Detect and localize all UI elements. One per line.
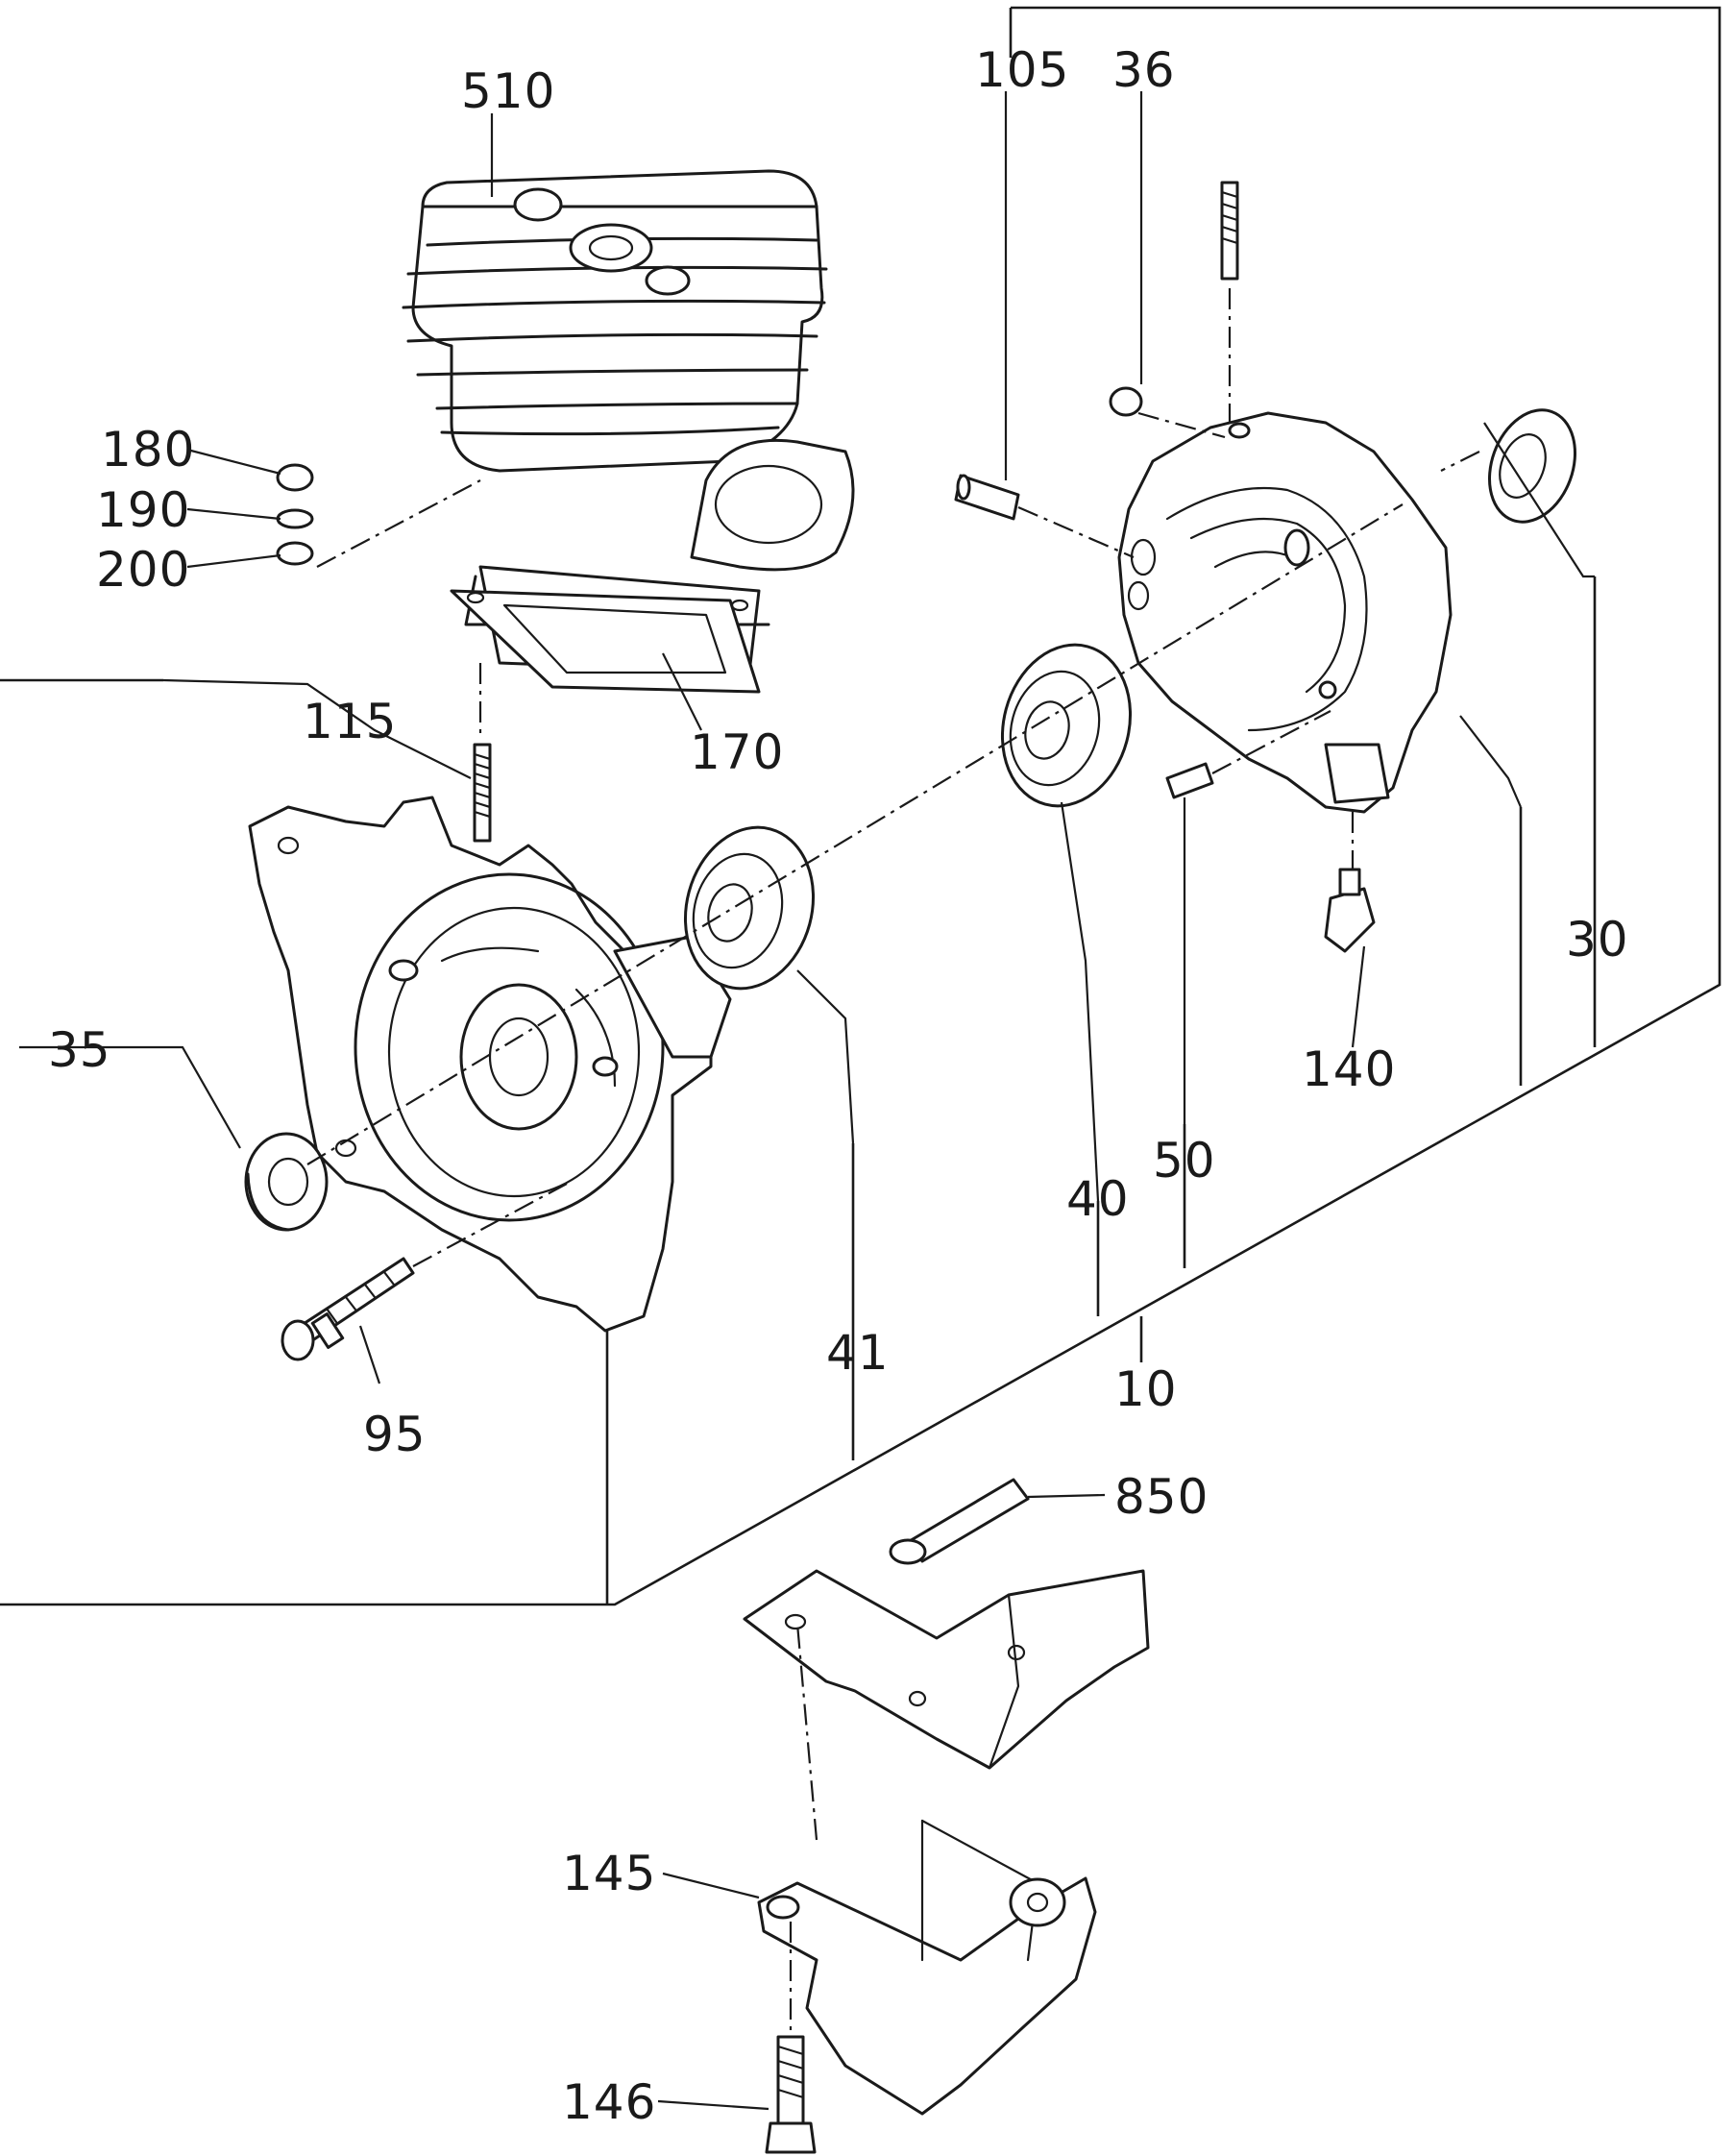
- callout-510: 510: [461, 63, 555, 119]
- callout-36: 36: [1112, 42, 1176, 98]
- nut-washer-stack: [276, 463, 314, 566]
- stud-top-right: [1220, 181, 1239, 281]
- callout-180: 180: [101, 422, 195, 478]
- callout-146: 146: [562, 2074, 656, 2130]
- callout-145: 145: [562, 1846, 656, 1901]
- callout-50: 50: [1153, 1133, 1216, 1188]
- ball-bearing-41: [683, 825, 816, 991]
- callout-35: 35: [48, 1022, 111, 1078]
- lower-bracket-145: [757, 1819, 1097, 2116]
- callout-40: 40: [1066, 1171, 1130, 1227]
- pin-850: [889, 1478, 1030, 1565]
- callout-41: 41: [826, 1325, 890, 1381]
- bolt-146: [765, 2035, 817, 2154]
- crankcase-right-half: [1117, 411, 1453, 814]
- crankcase-left-half: [248, 796, 732, 1333]
- callout-95: 95: [363, 1407, 427, 1462]
- stud-115: [473, 743, 492, 843]
- oil-seal-35: [244, 1132, 329, 1232]
- assembly-axes: [306, 288, 1480, 2037]
- callout-140: 140: [1302, 1041, 1396, 1097]
- screw-95: [281, 1257, 415, 1361]
- ball-bearing-40: [1000, 643, 1133, 808]
- callout-170: 170: [690, 724, 784, 780]
- callout-115: 115: [303, 694, 397, 749]
- impulse-nipple-105: [954, 474, 1020, 521]
- callout-30: 30: [1566, 912, 1629, 968]
- cylinder-part: [402, 169, 855, 694]
- leader-lines: [19, 91, 1595, 2111]
- oil-seal-30: [1488, 408, 1576, 524]
- assembly-frame: [0, 6, 1722, 1606]
- callout-105: 105: [975, 42, 1069, 98]
- callout-labels: 510 105 36 180 190 200 115 170 30 35 140…: [48, 42, 1629, 2130]
- upper-bracket: [743, 1569, 1150, 1770]
- callout-850: 850: [1114, 1469, 1209, 1525]
- callout-10: 10: [1114, 1361, 1178, 1417]
- callout-190: 190: [96, 482, 190, 538]
- nut-36: [1109, 386, 1143, 417]
- pin-50: [1165, 762, 1214, 799]
- decompression-valve-140: [1324, 868, 1376, 953]
- callout-200: 200: [96, 542, 190, 598]
